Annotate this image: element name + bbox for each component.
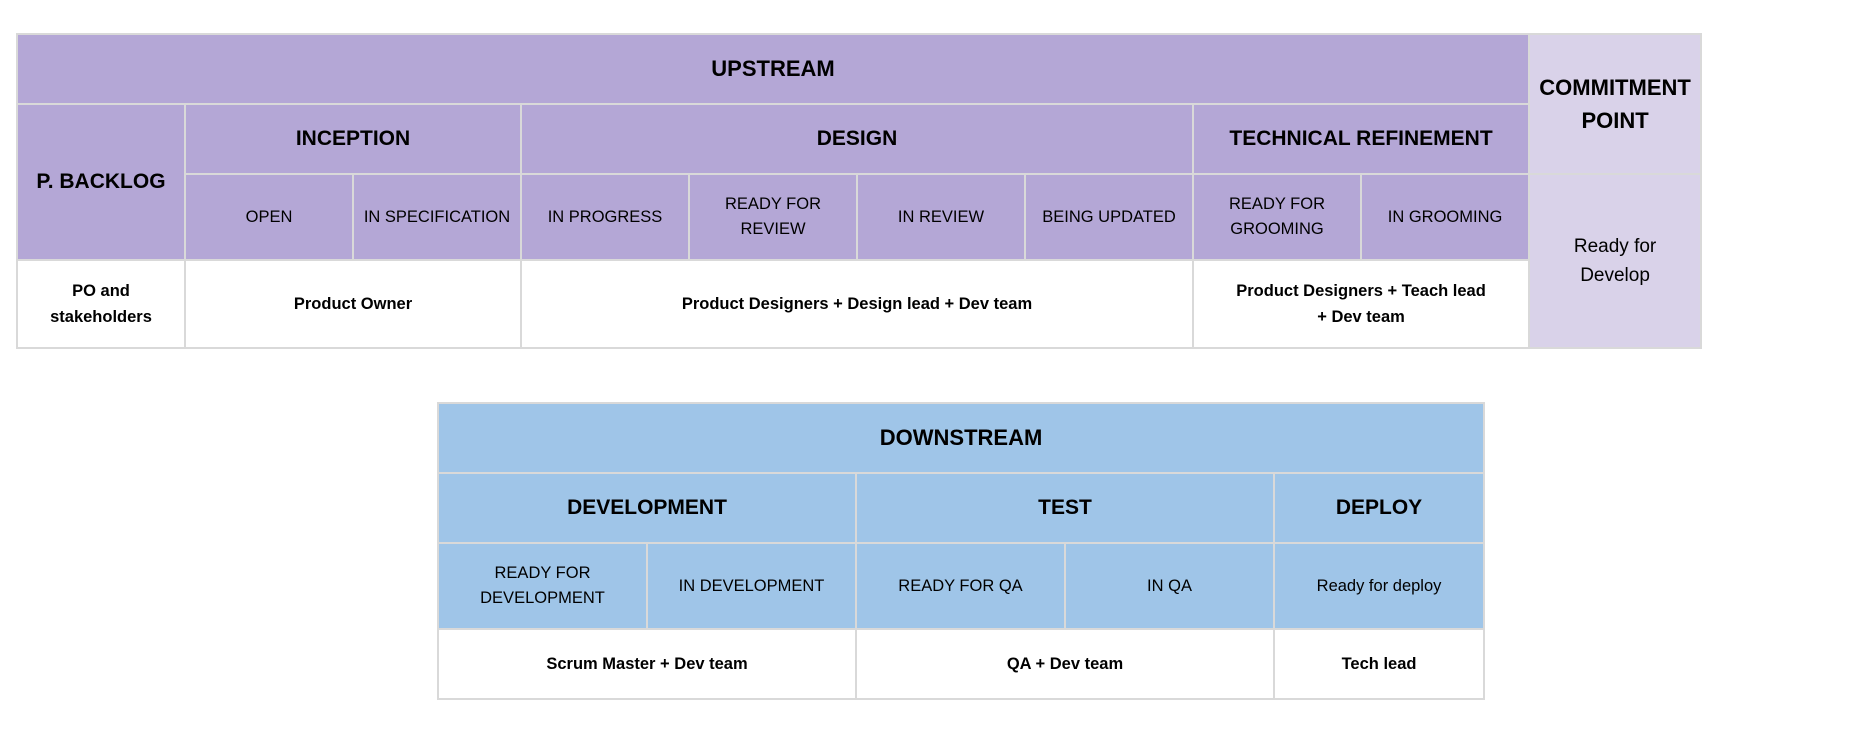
upstream-table: UPSTREAM COMMITMENT POINT P. BACKLOG INC… xyxy=(15,33,1703,349)
stage-technical-refinement: TECHNICAL REFINEMENT xyxy=(1191,103,1531,175)
column-in-qa: IN QA xyxy=(1064,542,1275,630)
column-ready-for-grooming: READY FOR GROOMING xyxy=(1192,173,1362,261)
column-open: OPEN xyxy=(184,173,354,261)
stage-development: DEVELOPMENT xyxy=(437,472,857,544)
stage-inception: INCEPTION xyxy=(184,103,522,175)
column-ready-for-development: READY FOR DEVELOPMENT xyxy=(437,542,648,630)
column-in-grooming: IN GROOMING xyxy=(1359,173,1531,261)
technical-refinement-owner: Product Designers + Teach lead + Dev tea… xyxy=(1191,259,1531,349)
column-in-specification: IN SPECIFICATION xyxy=(352,173,522,261)
upstream-title: UPSTREAM xyxy=(15,33,1531,105)
column-being-updated: BEING UPDATED xyxy=(1024,173,1194,261)
stage-test: TEST xyxy=(855,472,1275,544)
stage-deploy: DEPLOY xyxy=(1272,472,1486,544)
commitment-point-value: Ready for Develop xyxy=(1528,173,1703,349)
column-ready-for-deploy: Ready for deploy xyxy=(1272,542,1486,630)
inception-owner: Product Owner xyxy=(184,259,522,349)
downstream-table: DOWNSTREAM DEVELOPMENT TEST DEPLOY READY… xyxy=(436,402,1486,700)
deploy-owner: Tech lead xyxy=(1272,628,1486,700)
column-in-development: IN DEVELOPMENT xyxy=(646,542,857,630)
stage-design: DESIGN xyxy=(520,103,1194,175)
commitment-point-label: COMMITMENT POINT xyxy=(1528,33,1703,175)
development-owner: Scrum Master + Dev team xyxy=(437,628,857,700)
backlog-label: P. BACKLOG xyxy=(16,103,186,261)
design-owner: Product Designers + Design lead + Dev te… xyxy=(520,259,1194,349)
test-owner: QA + Dev team xyxy=(855,628,1275,700)
column-in-review: IN REVIEW xyxy=(856,173,1026,261)
downstream-title: DOWNSTREAM xyxy=(436,402,1486,474)
backlog-owner: PO and stakeholders xyxy=(16,259,186,349)
column-ready-for-review: READY FOR REVIEW xyxy=(688,173,858,261)
column-in-progress: IN PROGRESS xyxy=(520,173,690,261)
column-ready-for-qa: READY FOR QA xyxy=(855,542,1066,630)
